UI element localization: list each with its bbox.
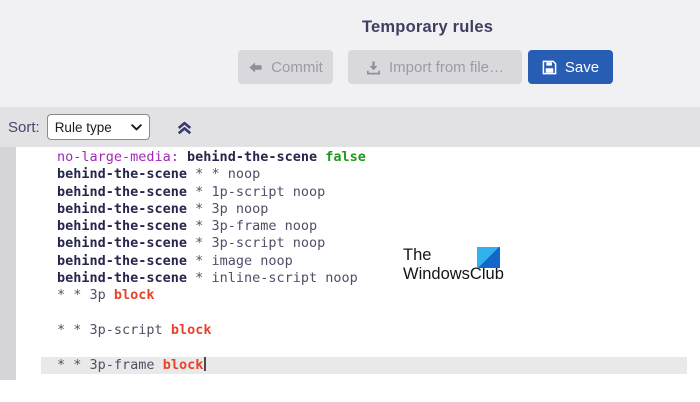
double-chevron-up-icon: [174, 117, 195, 138]
editor-gutter: [0, 147, 16, 380]
chevron-down-icon: [130, 123, 142, 131]
code-line[interactable]: behind-the-scene * inline-script noop: [57, 270, 358, 287]
code-line[interactable]: [41, 339, 687, 356]
watermark: The WindowsClub: [403, 246, 504, 283]
sort-dropdown[interactable]: Rule type: [46, 114, 150, 140]
sort-toolbar: Sort: Rule type: [0, 107, 700, 147]
commit-button-label: Commit: [271, 58, 323, 76]
commit-button[interactable]: Commit: [238, 50, 333, 84]
save-button[interactable]: Save: [528, 50, 613, 84]
download-icon: [366, 60, 381, 75]
code-line[interactable]: [41, 305, 687, 322]
import-from-file-button[interactable]: Import from file…: [348, 50, 522, 84]
save-button-label: Save: [564, 58, 600, 76]
arrow-left-icon: [248, 60, 263, 75]
text-cursor: [203, 356, 206, 371]
watermark-line2: WindowsClub: [403, 265, 504, 283]
sort-label: Sort:: [8, 118, 40, 136]
code-line[interactable]: behind-the-scene * image noop: [57, 252, 293, 269]
import-button-label: Import from file…: [388, 58, 505, 76]
code-line[interactable]: behind-the-scene * 3p-frame noop: [57, 218, 318, 235]
sort-dropdown-value: Rule type: [54, 119, 112, 135]
code-line[interactable]: * * 3p-script block: [57, 321, 212, 338]
code-line[interactable]: behind-the-scene * 1p-script noop: [57, 183, 326, 200]
watermark-line1: The: [403, 246, 432, 264]
code-line[interactable]: behind-the-scene * 3p noop: [57, 200, 269, 217]
floppy-icon: [542, 60, 557, 75]
code-line[interactable]: no-large-media: behind-the-scene false: [57, 149, 366, 165]
code-line[interactable]: * * 3p block: [57, 287, 155, 304]
code-line[interactable]: behind-the-scene * * noop: [57, 166, 261, 183]
code-line[interactable]: * * 3p-frame block: [41, 356, 687, 374]
page-title: Temporary rules: [362, 18, 494, 36]
windows-club-logo-icon: [477, 247, 500, 268]
code-line[interactable]: behind-the-scene * 3p-script noop: [57, 235, 326, 252]
collapse-all-button[interactable]: [173, 115, 197, 139]
